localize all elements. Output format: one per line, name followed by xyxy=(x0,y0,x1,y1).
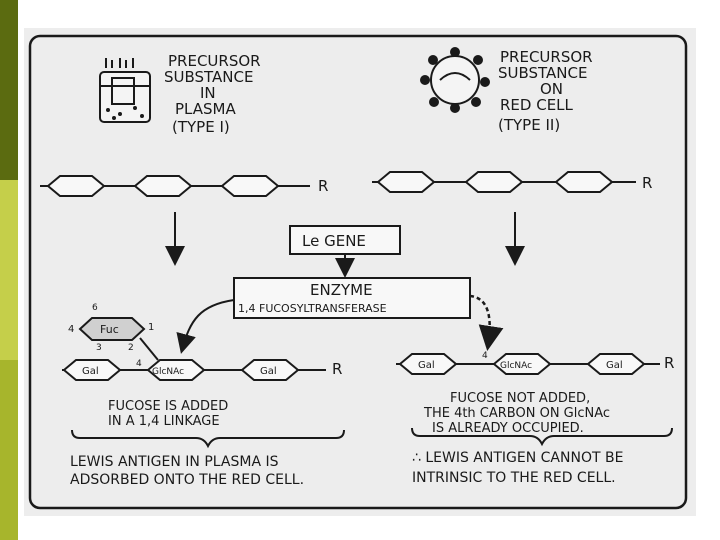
left-gal-1-label: Gal xyxy=(82,366,99,377)
carbon-label-4-right: 4 xyxy=(482,351,488,361)
right-conclusion-line-1: ∴ LEWIS ANTIGEN CANNOT BE xyxy=(412,450,623,466)
right-note-line-2: THE 4th CARBON ON GlcNAc xyxy=(423,406,610,421)
enzyme-name: 1,4 FUCOSYLTRANSFERASE xyxy=(238,302,387,315)
right-title-line-5: (TYPE II) xyxy=(498,116,560,134)
carbon-label-2: 2 xyxy=(128,343,134,353)
right-title-line-4: RED CELL xyxy=(500,96,574,114)
fuc-label: Fuc xyxy=(100,323,119,336)
fuc-to-glcnac-bond xyxy=(139,337,159,361)
accent-bar-light xyxy=(0,180,18,360)
red-cell-icon xyxy=(420,47,490,113)
left-chain-r-label: R xyxy=(318,177,328,195)
carbon-label-4-fuc: 4 xyxy=(68,324,74,335)
left-gal-2-label: Gal xyxy=(260,366,277,377)
left-glcnac-label: GlcNAc xyxy=(152,367,184,377)
left-conclusion-line-1: LEWIS ANTIGEN IN PLASMA IS xyxy=(70,454,279,470)
plasma-tube-icon xyxy=(99,58,151,123)
figure-frame xyxy=(28,34,688,510)
carbon-label-3: 3 xyxy=(96,343,102,353)
left-product-r-label: R xyxy=(332,360,342,378)
enzyme-box xyxy=(233,277,471,319)
accent-bar-mid xyxy=(0,360,18,540)
left-title-line-5: (TYPE I) xyxy=(172,118,230,136)
accent-bar-dark xyxy=(0,0,18,180)
left-product-chain xyxy=(62,359,326,381)
carbon-label-4-left: 4 xyxy=(136,359,142,369)
carbon-label-1: 1 xyxy=(148,322,154,333)
left-title-line-4: PLASMA xyxy=(175,100,236,118)
left-conclusion-line-2: ADSORBED ONTO THE RED CELL. xyxy=(70,472,304,488)
enzyme-to-left-arrow xyxy=(176,299,235,354)
right-precursor-chain xyxy=(372,171,636,193)
right-product-chain xyxy=(396,353,660,375)
left-note-line-1: FUCOSE IS ADDED xyxy=(108,399,228,414)
left-title-line-2: SUBSTANCE xyxy=(164,68,253,86)
right-title-line-2: SUBSTANCE xyxy=(498,64,587,82)
right-note-line-1: FUCOSE NOT ADDED, xyxy=(450,391,590,406)
left-precursor-chain xyxy=(40,175,310,197)
enzyme-to-right-arrow xyxy=(469,294,504,351)
right-title-line-3: ON xyxy=(540,80,563,98)
right-product-r-label: R xyxy=(664,354,674,372)
right-conclusion-line-2: INTRINSIC TO THE RED CELL. xyxy=(412,470,616,486)
left-brace xyxy=(71,429,345,449)
right-title-line-1: PRECURSOR xyxy=(500,48,593,66)
left-title-line-1: PRECURSOR xyxy=(168,52,261,70)
enzyme-label: ENZYME xyxy=(310,281,373,299)
right-brace xyxy=(411,427,673,447)
left-title-line-3: IN xyxy=(200,84,216,102)
right-glcnac-label: GlcNAc xyxy=(500,361,532,371)
left-note-line-2: IN A 1,4 LINKAGE xyxy=(108,414,220,429)
le-gene-label: Le GENE xyxy=(302,232,366,250)
right-note-line-3: IS ALREADY OCCUPIED. xyxy=(432,421,584,436)
right-chain-r-label: R xyxy=(642,174,652,192)
fucose-hexagon xyxy=(78,317,146,341)
right-gal-2-label: Gal xyxy=(606,360,623,371)
carbon-label-6: 6 xyxy=(92,303,98,313)
right-gal-1-label: Gal xyxy=(418,360,435,371)
